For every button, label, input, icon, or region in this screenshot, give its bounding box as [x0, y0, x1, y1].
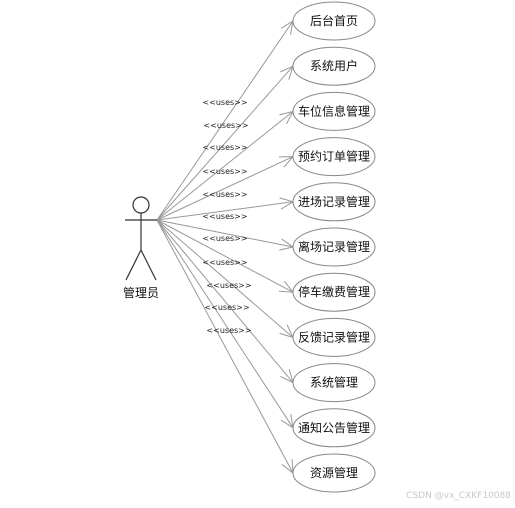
use-case-ellipse — [292, 91, 376, 131]
use-case-ellipse — [292, 1, 376, 41]
use-case[interactable]: 资源管理 — [292, 453, 376, 493]
use-case-ellipse — [292, 227, 376, 267]
uses-line — [156, 20, 294, 221]
uses-line — [156, 219, 294, 293]
use-case-label: 离场记录管理 — [298, 239, 370, 254]
use-case-label: 进场记录管理 — [298, 194, 370, 209]
uses-relations: <<uses>> <<uses>> <<uses>> <<uses>> <<uses>>… — [156, 19, 295, 475]
uses-line — [156, 156, 294, 221]
uses-label: <<uses>> — [202, 167, 247, 176]
uses-label: <<uses>> — [206, 326, 251, 335]
uses-line — [156, 219, 294, 474]
uses-line — [156, 111, 294, 221]
actor-admin[interactable]: 管理员 — [123, 196, 159, 300]
uses-label: <<uses>> — [204, 303, 249, 312]
use-case[interactable]: 系统管理 — [292, 363, 376, 403]
use-case-label: 资源管理 — [310, 465, 358, 480]
uses-line — [156, 201, 294, 221]
uses-label: <<uses>> — [202, 98, 247, 107]
use-case-ellipse — [292, 408, 376, 448]
use-case-ellipse — [292, 453, 376, 493]
uses-label: <<uses>> — [203, 121, 248, 130]
actor-head — [132, 196, 150, 214]
uses-label: <<uses>> — [202, 258, 247, 267]
uses-line — [156, 219, 294, 338]
use-case-ellipse — [292, 317, 376, 357]
use-case[interactable]: 通知公告管理 — [292, 408, 376, 448]
use-case-label: 车位信息管理 — [298, 103, 370, 118]
use-case[interactable]: 后台首页 — [292, 1, 376, 41]
use-case-label: 系统管理 — [310, 375, 358, 390]
use-case-ellipse — [292, 46, 376, 86]
uses-label: <<uses>> — [202, 234, 247, 243]
uses-line — [156, 219, 294, 248]
use-case-label: 停车缴费管理 — [298, 284, 370, 299]
watermark: CSDN @vx_CXKF10088 — [406, 491, 511, 501]
use-cases: 后台首页系统用户车位信息管理预约订单管理进场记录管理离场记录管理停车缴费管理反馈… — [292, 1, 376, 493]
use-case-label: 后台首页 — [310, 13, 358, 28]
actor-right-leg — [140, 249, 157, 281]
use-case[interactable]: 停车缴费管理 — [292, 272, 376, 312]
use-case[interactable]: 进场记录管理 — [292, 182, 376, 222]
use-case-ellipse — [292, 363, 376, 403]
use-case-label: 通知公告管理 — [298, 420, 370, 435]
uses-label: <<uses>> — [202, 143, 247, 152]
use-case-label: 系统用户 — [310, 58, 358, 73]
actor-label: 管理员 — [123, 285, 159, 300]
uses-line — [156, 219, 294, 429]
actor-left-leg — [125, 249, 142, 281]
use-case[interactable]: 系统用户 — [292, 46, 376, 86]
use-case-label: 预约订单管理 — [298, 149, 370, 164]
use-case[interactable]: 预约订单管理 — [292, 137, 376, 177]
uses-line — [156, 65, 294, 221]
use-case[interactable]: 反馈记录管理 — [292, 317, 376, 357]
uses-label: <<uses>> — [202, 190, 247, 199]
uses-label: <<uses>> — [206, 281, 251, 290]
use-case-ellipse — [292, 137, 376, 177]
use-case-ellipse — [292, 272, 376, 312]
uses-label: <<uses>> — [202, 212, 247, 221]
uses-line — [156, 219, 294, 383]
use-case-label: 反馈记录管理 — [298, 329, 370, 344]
use-case[interactable]: 离场记录管理 — [292, 227, 376, 267]
use-case-ellipse — [292, 182, 376, 222]
use-case[interactable]: 车位信息管理 — [292, 91, 376, 131]
